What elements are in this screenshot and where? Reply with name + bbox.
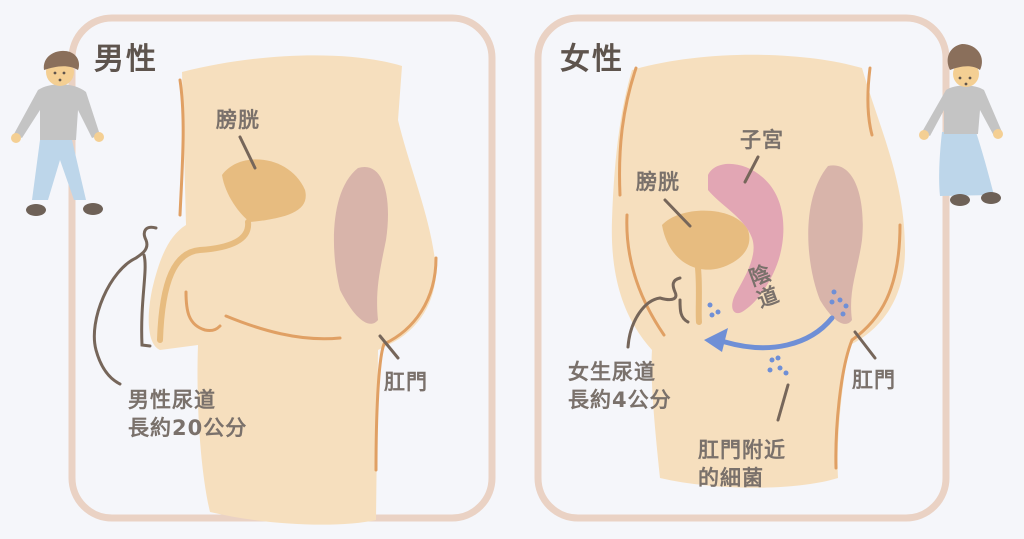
female-panel-title: 女性: [560, 42, 624, 77]
male-pelvis: [92, 55, 438, 525]
male-bladder: [222, 159, 306, 222]
bacteria-label: 肛門附近 的細菌: [698, 438, 786, 490]
male-rectum: [333, 166, 388, 324]
female-bladder-label: 膀胱: [636, 170, 680, 194]
female-uterus-label: 子宮: [740, 128, 784, 152]
male-urethra: [157, 219, 252, 343]
bacteria-dots: [707, 289, 849, 376]
female-anus-label: 肛門: [852, 368, 896, 392]
female-pelvis: [611, 54, 905, 488]
man-figure-icon: [11, 50, 104, 216]
arrow-head-icon: [704, 328, 728, 352]
male-panel-title: 男性: [94, 42, 158, 77]
female-urethra-label: 女生尿道 長約4公分: [568, 360, 672, 412]
bacteria-path-arrow: [722, 315, 835, 351]
female-rectum: [808, 165, 863, 324]
woman-figure-icon: [919, 44, 1003, 206]
female-urethra: [695, 265, 702, 325]
male-bladder-label: 膀胱: [216, 108, 260, 132]
female-bladder: [662, 210, 750, 270]
male-urethra-label: 男性尿道 長約20公分: [128, 388, 248, 440]
male-anus-label: 肛門: [384, 370, 428, 394]
female-uterus: [708, 163, 784, 314]
